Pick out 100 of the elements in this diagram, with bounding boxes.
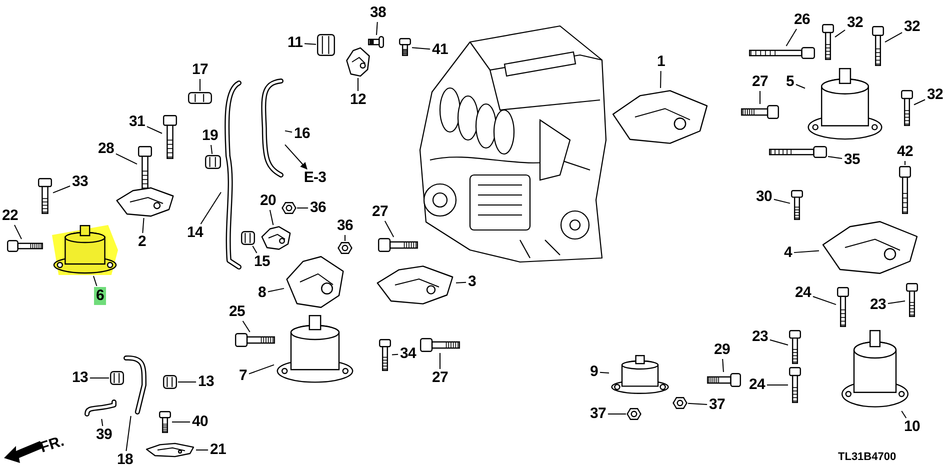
callout-number: 16 <box>293 126 311 142</box>
leader-line <box>252 246 258 254</box>
callout-number: 27 <box>431 370 449 386</box>
leader-line <box>412 47 431 50</box>
callout-number: 35 <box>843 152 861 168</box>
callout-number: 42 <box>896 144 914 160</box>
leader-line <box>688 402 708 405</box>
callout-number: 34 <box>399 346 417 362</box>
callout-number: 7 <box>238 368 248 384</box>
callout-number: 37 <box>708 397 726 413</box>
callout-number: 39 <box>95 427 113 443</box>
leader-line <box>146 126 162 134</box>
bracket-drawing <box>346 47 370 77</box>
bolt-drawing <box>901 90 913 126</box>
bracket-drawing <box>820 220 920 274</box>
clip-drawing <box>205 155 221 169</box>
callout-number: 19 <box>201 128 219 144</box>
clip-drawing <box>163 375 177 389</box>
leader-line <box>773 198 790 204</box>
leader-line <box>660 70 662 88</box>
leader-line <box>126 416 132 452</box>
callout-number: 27 <box>751 74 769 90</box>
callout-number: 37 <box>589 406 607 422</box>
direction-label: FR. <box>38 432 66 456</box>
leader-line <box>284 130 293 133</box>
leader-line <box>344 234 346 242</box>
bracket-drawing <box>285 255 345 309</box>
callout-number: 29 <box>713 342 731 358</box>
bracket-drawing <box>610 89 710 145</box>
bolt-drawing <box>7 240 43 252</box>
callout-number: 32 <box>903 19 921 35</box>
bolt-drawing <box>707 373 741 387</box>
callout-number: 11 <box>286 35 304 51</box>
callout-number: 24 <box>794 285 812 301</box>
leader-line <box>210 144 213 154</box>
leader-line <box>92 276 98 286</box>
callout-number: 21 <box>209 442 227 458</box>
callout-number: 15 <box>253 254 271 270</box>
leader-line <box>786 28 798 46</box>
callout-number: 1 <box>656 54 666 70</box>
bolt-drawing <box>159 411 171 433</box>
hose-drawing <box>83 398 117 418</box>
callout-number: 14 <box>186 225 204 241</box>
bolt-drawing <box>378 238 418 252</box>
leader-line <box>267 288 284 292</box>
callout-number: 6 <box>94 287 106 305</box>
bracket-drawing <box>261 226 291 250</box>
callout-number: 31 <box>128 114 146 130</box>
bracket-drawing <box>145 443 195 457</box>
callout-number: 4 <box>783 245 793 261</box>
engine-mount-drawing <box>840 330 910 410</box>
bolt-drawing <box>906 283 918 317</box>
bolt-drawing <box>872 26 884 66</box>
leader-line <box>914 99 926 106</box>
callout-number: 24 <box>748 377 766 393</box>
callout-number: 40 <box>191 414 209 430</box>
leader-line <box>304 43 316 45</box>
leader-line <box>142 218 144 234</box>
leader-line <box>901 410 907 418</box>
bolt-drawing <box>38 178 52 214</box>
bolt-drawing <box>749 47 815 59</box>
bolt-drawing <box>791 190 803 220</box>
callout-number: 3 <box>467 274 477 290</box>
nut-drawing <box>338 242 352 254</box>
arrow <box>284 144 308 170</box>
nut-drawing <box>282 202 296 214</box>
bolt-drawing <box>379 339 391 371</box>
callout-number: 38 <box>369 5 387 21</box>
callout-number: 30 <box>755 189 773 205</box>
bolt-drawing <box>368 36 384 48</box>
leader-line <box>769 339 788 346</box>
nut-drawing <box>627 408 641 420</box>
callout-number: 13 <box>71 370 89 386</box>
leader-line <box>887 300 906 304</box>
bolt-drawing <box>789 330 801 364</box>
clip-drawing <box>188 92 212 104</box>
callout-number: 33 <box>71 174 89 190</box>
leader-line <box>376 22 378 36</box>
callout-number: 26 <box>793 12 811 28</box>
callout-number: 22 <box>1 208 19 224</box>
callout-number: 41 <box>431 42 449 58</box>
callout-number: 8 <box>257 285 267 301</box>
bolt-drawing <box>163 115 177 159</box>
engine-mount-drawing <box>52 225 118 275</box>
bracket-drawing <box>115 187 175 217</box>
hose-drawing <box>222 80 242 270</box>
callout-number: 28 <box>97 141 115 157</box>
bolt-drawing <box>420 338 460 352</box>
callout-number: 18 <box>116 452 134 468</box>
clip-drawing <box>241 231 255 245</box>
callout-number: 20 <box>259 193 277 209</box>
callout-number: 23 <box>869 297 887 313</box>
leader-line <box>14 224 22 240</box>
callout-number: 5 <box>785 74 795 90</box>
bolt-drawing <box>235 333 275 347</box>
engine-mount-drawing <box>610 355 670 395</box>
leader-line <box>766 384 788 386</box>
pipe-drawing <box>123 355 147 415</box>
bolt-drawing <box>741 105 779 119</box>
leader-line <box>242 320 250 332</box>
